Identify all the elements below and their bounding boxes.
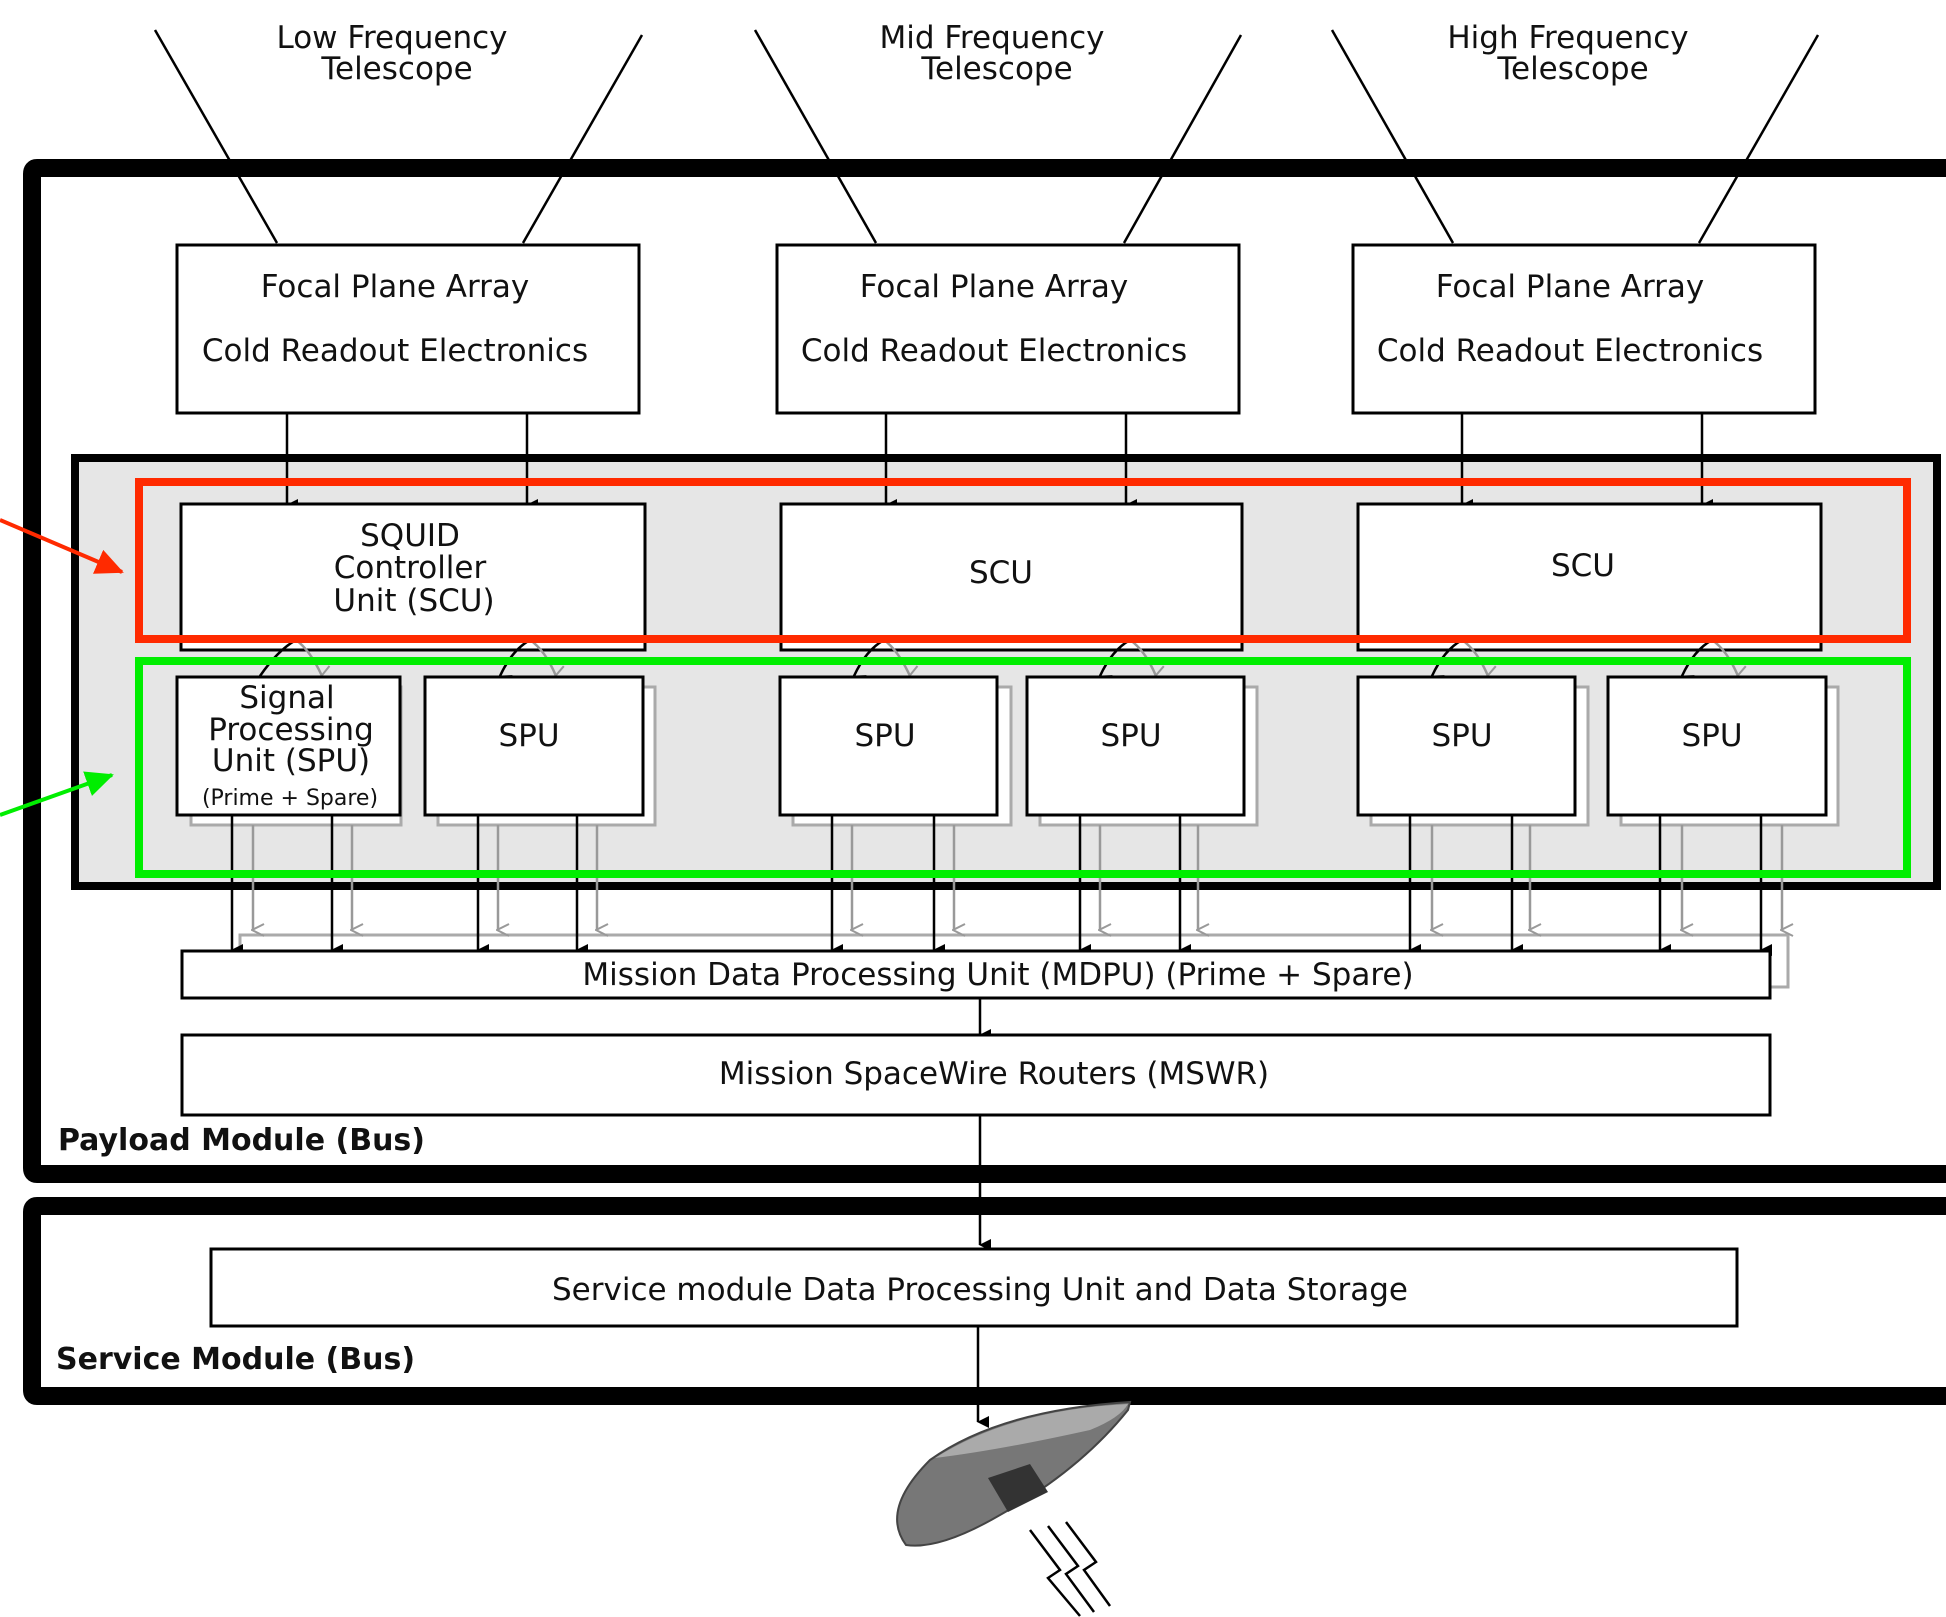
antenna-dish-icon — [896, 1400, 1132, 1547]
svg-text:Mission SpaceWire Routers (MSW: Mission SpaceWire Routers (MSWR) — [719, 1056, 1269, 1092]
spu-box-low-b: SPU — [423, 675, 657, 827]
spu-to-mdpu-prime-arrows — [230, 815, 1772, 956]
svg-text:Focal Plane Array: Focal Plane Array — [860, 269, 1129, 305]
svg-text:Cold Readout Electronics: Cold Readout Electronics — [202, 333, 588, 369]
svg-text:Cold Readout Electronics: Cold Readout Electronics — [801, 333, 1187, 369]
svg-text:SCU: SCU — [1551, 548, 1615, 584]
service-module-frame — [23, 1197, 1946, 1405]
scu-highlight-box — [135, 478, 1911, 643]
svg-text:SPU: SPU — [854, 718, 915, 754]
telescope-label-low: Low Frequency Telescope — [276, 20, 507, 87]
spu-pointer-arrow — [0, 771, 114, 817]
scu-box-mid: SCU — [779, 502, 1244, 652]
svg-text:Processing: Processing — [208, 712, 374, 748]
fpa-box-mid: Focal Plane Array Cold Readout Electroni… — [775, 243, 1241, 415]
fpa-to-scu-arrows — [285, 413, 1713, 511]
svg-text:Telescope: Telescope — [920, 51, 1072, 87]
telescope-label-high: High Frequency Telescope — [1447, 20, 1688, 87]
fpa-box-low: Focal Plane Array Cold Readout Electroni… — [175, 243, 641, 415]
scu-box-low: SQUID Controller Unit (SCU) — [179, 502, 647, 652]
svg-text:SPU: SPU — [1681, 718, 1742, 754]
svg-text:Focal Plane Array: Focal Plane Array — [1436, 269, 1705, 305]
telescope-beam-lines — [153, 29, 1820, 244]
payload-module-label: Payload Module (Bus) — [58, 1123, 425, 1158]
svg-text:High Frequency: High Frequency — [1447, 20, 1688, 56]
mswr-box: Mission SpaceWire Routers (MSWR) — [180, 1033, 1772, 1117]
telescope-label-mid: Mid Frequency Telescope — [879, 20, 1104, 87]
spu-highlight-box — [135, 657, 1911, 878]
svg-text:Mission Data Processing Unit (: Mission Data Processing Unit (MDPU) (Pri… — [582, 957, 1413, 993]
spu-box-high-b: SPU — [1606, 675, 1840, 827]
data-storage-box: Service module Data Processing Unit and … — [209, 1247, 1739, 1328]
svg-text:Controller: Controller — [334, 550, 487, 586]
svg-text:Cold Readout Electronics: Cold Readout Electronics — [1377, 333, 1763, 369]
scu-box-high: SCU — [1356, 502, 1823, 652]
svg-text:SPU: SPU — [498, 718, 559, 754]
fpa-box-high: Focal Plane Array Cold Readout Electroni… — [1351, 243, 1817, 415]
scu-pointer-arrow — [0, 518, 124, 574]
service-module-label: Service Module (Bus) — [56, 1342, 415, 1377]
svg-text:Signal: Signal — [239, 680, 334, 716]
svg-text:SPU: SPU — [1100, 718, 1161, 754]
spu-box-mid-b: SPU — [1025, 675, 1259, 827]
mdpu-box: Mission Data Processing Unit (MDPU) (Pri… — [180, 949, 1772, 1000]
svg-text:Focal Plane Array: Focal Plane Array — [261, 269, 530, 305]
payload-module-frame — [23, 159, 1946, 1183]
svg-text:Unit (SCU): Unit (SCU) — [333, 583, 494, 619]
spu-box-high-a: SPU — [1356, 675, 1590, 827]
downlink-signal-icon — [1029, 1521, 1112, 1617]
svg-text:Unit (SPU): Unit (SPU) — [212, 743, 370, 779]
svg-text:Service module Data Processing: Service module Data Processing Unit and … — [552, 1272, 1408, 1308]
svg-text:(Prime + Spare): (Prime + Spare) — [202, 786, 378, 811]
svg-text:Low Frequency: Low Frequency — [276, 20, 507, 56]
svg-text:Telescope: Telescope — [320, 51, 472, 87]
svg-text:SQUID: SQUID — [360, 518, 460, 554]
spu-box-mid-a: SPU — [778, 675, 1013, 827]
svg-text:SPU: SPU — [1431, 718, 1492, 754]
svg-text:Mid Frequency: Mid Frequency — [879, 20, 1104, 56]
svg-text:SCU: SCU — [969, 555, 1033, 591]
spu-box-low-a: Signal Processing Unit (SPU) (Prime + Sp… — [175, 675, 403, 827]
svg-text:Telescope: Telescope — [1496, 51, 1648, 87]
